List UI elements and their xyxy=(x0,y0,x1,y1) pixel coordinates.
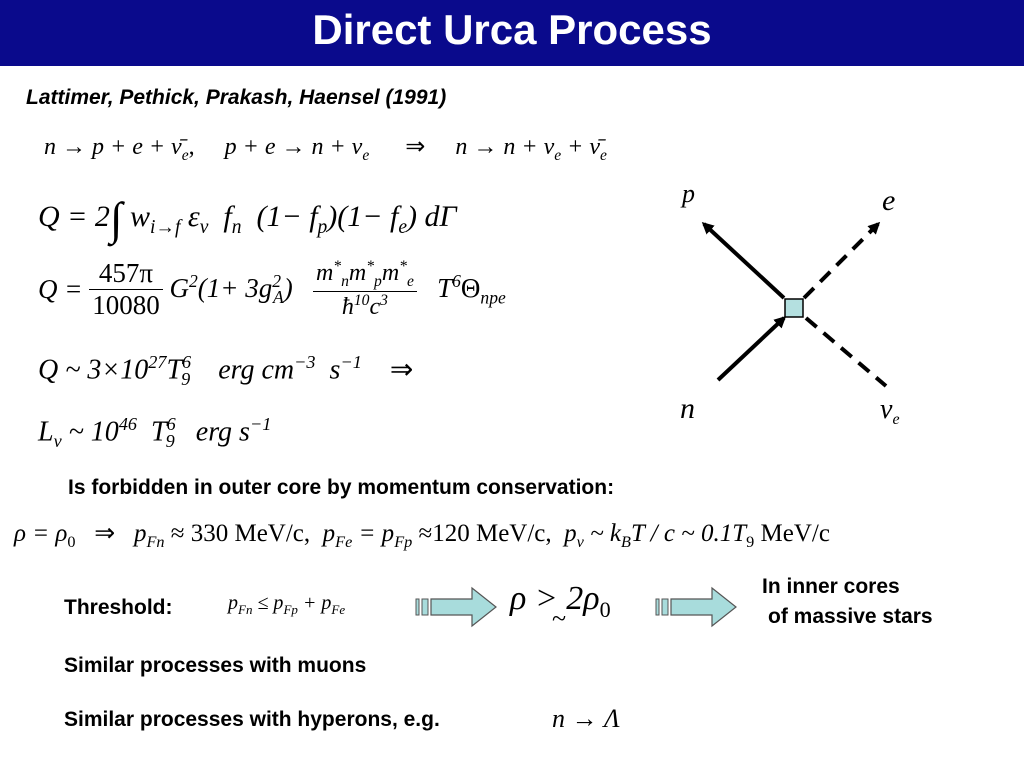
luminosity-estimate: Lν ~ 1046 T69 erg s−1 xyxy=(38,414,272,451)
interaction-vertex xyxy=(784,298,804,318)
implies-arrow: ⇒ xyxy=(389,354,414,386)
threshold-arrow-2 xyxy=(655,586,737,628)
threshold-density: ρ > 2ρ0 xyxy=(510,580,611,622)
neutrino-line xyxy=(804,316,888,388)
citation: Lattimer, Pethick, Prakash, Haensel (199… xyxy=(26,86,447,109)
threshold-label: Threshold: xyxy=(64,596,173,619)
neutron-line xyxy=(716,315,787,382)
label-n: n xyxy=(680,392,695,425)
title-bar xyxy=(0,0,1024,66)
reaction-equations: n → p + e + ν̄e, p + e → n + νe ⇒ n → n … xyxy=(44,132,607,165)
threshold-condition: pFn ≤ pFp + pFe xyxy=(228,592,346,617)
muons-statement: Similar processes with muons xyxy=(64,654,367,677)
integral-sign: ∫ xyxy=(109,193,123,244)
emissivity-formula: Q = 457π 10080 G2(1+ 3g2A) m*nm*pm*e ħ10… xyxy=(38,258,506,321)
fraction-masses: m*nm*pm*e ħ10c3 xyxy=(312,258,417,321)
arrow-tail-bar xyxy=(415,598,420,616)
arrow-tail-bar xyxy=(421,598,429,616)
emissivity-integral: Q = 2∫ wi→f εν fn (1− fp)(1− fe) dΓ xyxy=(38,193,457,244)
hyperon-reaction: n → Λ xyxy=(552,704,620,733)
forbidden-statement: Is forbidden in outer core by momentum c… xyxy=(68,476,615,499)
fraction-457pi: 457π 10080 xyxy=(89,258,163,321)
threshold-arrow-1 xyxy=(415,586,497,628)
arrow-body xyxy=(430,586,497,628)
proton-line xyxy=(701,221,786,300)
label-e: e xyxy=(882,184,895,217)
reaction-2: p + e → n + νe xyxy=(224,134,370,164)
inner-core-note: In inner cores of massive stars xyxy=(762,575,933,628)
arrow-body xyxy=(670,586,737,628)
implies-arrow: ⇒ xyxy=(405,134,426,160)
emissivity-estimate: Q ~ 3×1027T69 erg cm−3 s−1 ⇒ xyxy=(38,352,414,389)
arrow-tail-bar xyxy=(661,598,669,616)
reaction-3: n → n + νe + ν̄e xyxy=(455,134,607,164)
electron-line xyxy=(802,221,881,300)
momentum-estimates: ρ = ρ0 ⇒ pFn ≈ 330 MeV/c, pFe = pFp ≈120… xyxy=(14,520,830,551)
arrow-tail-bar xyxy=(655,598,660,616)
approx-tilde: ~ xyxy=(552,604,567,633)
slide-title: Direct Urca Process xyxy=(312,6,712,53)
urca-vertex-diagram: p e n νe xyxy=(680,179,900,428)
hyperons-statement: Similar processes with hyperons, e.g. xyxy=(64,708,440,731)
reaction-1: n → p + e + ν̄e, xyxy=(44,134,195,164)
label-nu: νe xyxy=(880,394,900,428)
label-p: p xyxy=(680,179,695,208)
